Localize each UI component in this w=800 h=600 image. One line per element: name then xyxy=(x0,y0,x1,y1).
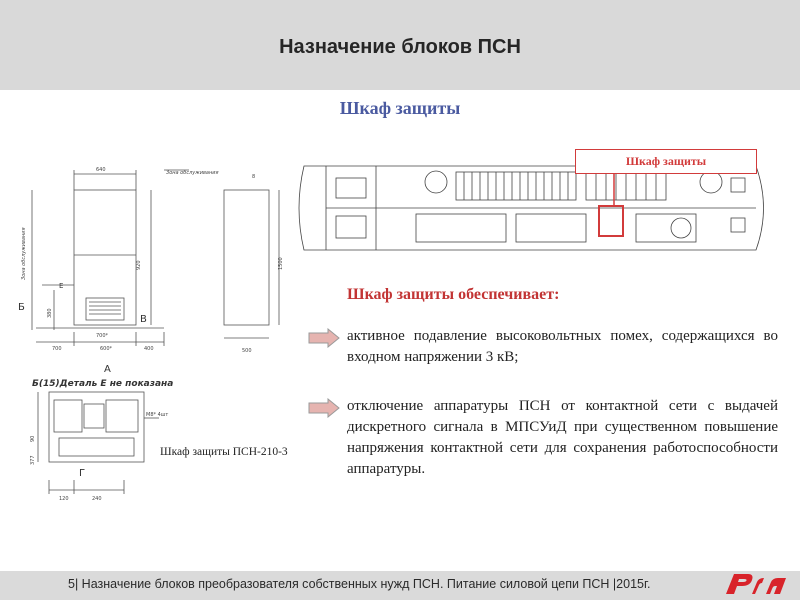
cabinet-side-outline xyxy=(223,189,270,326)
dim-8: 8 xyxy=(252,174,255,180)
dim-380: 380 xyxy=(47,308,53,318)
locomotive-outline xyxy=(298,165,764,251)
cabinet-vent xyxy=(85,297,125,321)
cabinet-drawing-svg: 640 8 920 1500 700 600* 400 500 380 700*… xyxy=(18,167,284,502)
dim-120: 120 xyxy=(59,496,69,502)
provides-heading: Шкаф защиты обеспечивает: xyxy=(347,286,560,303)
view-e-label: Е xyxy=(59,282,63,290)
dim-700b: 700* xyxy=(96,333,109,339)
rzd-logo-icon xyxy=(726,574,786,594)
dim-500: 500 xyxy=(242,348,252,354)
view-a-label: А xyxy=(104,364,111,375)
view-v-label: В xyxy=(140,314,147,325)
locomotive-plan-svg xyxy=(298,165,764,251)
section-subtitle: Шкаф защиты xyxy=(339,98,461,118)
footer-band xyxy=(0,571,800,600)
bolt-note: М8* 4шт xyxy=(146,412,168,418)
locomotive-plan xyxy=(296,158,776,258)
footer-text: 5| Назначение блоков преобразователя соб… xyxy=(68,577,651,591)
zone-note-side: Зона обслуживания xyxy=(21,227,27,280)
cabinet-section-view xyxy=(48,391,145,463)
zone-note: Зона обслуживания xyxy=(166,170,219,176)
provides-item-text: активное подавление высоковольтных помех… xyxy=(347,328,778,365)
dim-600: 600* xyxy=(100,346,113,352)
cabinet-drawing: 640 8 920 1500 700 600* 400 500 380 700*… xyxy=(14,160,299,510)
dim-377: 377 xyxy=(30,455,36,465)
dim-240: 240 xyxy=(92,496,102,502)
page-title: Назначение блоков ПСН xyxy=(279,36,521,58)
protection-cabinet-highlight xyxy=(598,205,624,237)
dim-700: 700 xyxy=(52,346,62,352)
dim-90: 90 xyxy=(30,436,36,442)
locomotive-callout: Шкаф защиты xyxy=(575,149,757,174)
dim-400: 400 xyxy=(144,346,154,352)
view-b-label: Б xyxy=(18,302,25,313)
section-note: Б(15)Деталь Е не показана xyxy=(32,379,173,389)
arrow-right-icon xyxy=(308,398,340,418)
cabinet-front-outline xyxy=(73,189,137,326)
arrow-right-icon xyxy=(308,328,340,348)
dim-1500: 1500 xyxy=(278,257,284,270)
dim-640: 640 xyxy=(96,167,106,173)
provides-item-text: отключение аппаратуры ПСН от контактной … xyxy=(347,398,778,477)
header-band xyxy=(0,0,800,90)
view-g-label: Г xyxy=(79,468,85,479)
dim-920: 920 xyxy=(136,260,142,270)
drawing-caption: Шкаф защиты ПСН-210-3 xyxy=(160,446,288,458)
